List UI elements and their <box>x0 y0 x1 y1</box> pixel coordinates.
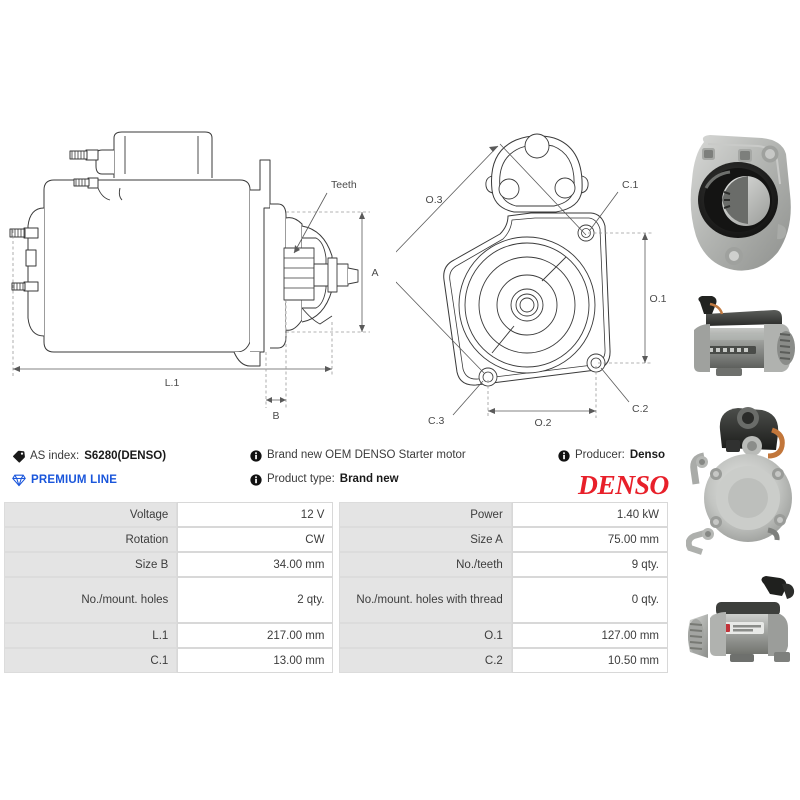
spec-label: C.2 <box>338 648 512 673</box>
tag-icon <box>12 450 25 463</box>
table-row: L.1 217.00 mm O.1 127.00 mm <box>4 623 668 648</box>
spec-value: 127.00 mm <box>511 623 668 648</box>
spec-label: O.1 <box>338 623 512 648</box>
spec-value: 2 qty. <box>177 577 334 623</box>
spec-label: Size B <box>4 552 178 577</box>
product-description-info: Brand new OEM DENSO Starter motor <box>250 450 466 462</box>
as-index-info: AS index: S6280(DENSO) <box>12 450 166 463</box>
dimension-label-a: A <box>371 267 378 279</box>
table-row: C.1 13.00 mm C.2 10.50 mm <box>4 648 668 673</box>
dimension-label-c2: C.2 <box>632 403 649 415</box>
dimension-label-o1: O.1 <box>650 293 667 305</box>
starter-side-view-drawing: A L.1 B Teeth <box>2 130 392 430</box>
spec-label: L.1 <box>4 623 178 648</box>
spec-value: 217.00 mm <box>177 623 334 648</box>
dimension-label-l1: L.1 <box>165 377 180 389</box>
dimension-label-b: B <box>272 410 279 422</box>
as-index-value: S6280(DENSO) <box>84 449 167 462</box>
spec-label: Power <box>338 502 512 527</box>
spec-label: No./mount. holes with thread <box>338 577 512 623</box>
spec-value: 10.50 mm <box>511 648 668 673</box>
spec-label: No./teeth <box>338 552 512 577</box>
info-icon <box>250 450 262 462</box>
spec-value: CW <box>177 527 334 552</box>
dimension-label-o2: O.2 <box>535 417 552 429</box>
spec-label: Rotation <box>4 527 178 552</box>
producer-info: Producer: Denso <box>558 450 665 462</box>
as-index-label: AS index: <box>30 449 80 462</box>
table-gap <box>333 527 339 552</box>
info-icon <box>250 474 262 486</box>
table-gap <box>333 552 339 577</box>
info-icon <box>558 450 570 462</box>
product-photo-4[interactable] <box>686 566 800 688</box>
technical-drawings-area: A L.1 B Teeth <box>2 130 795 662</box>
table-row: Voltage 12 V Power 1.40 kW <box>4 502 668 527</box>
spec-value: 13.00 mm <box>177 648 334 673</box>
denso-brand-logo: DENSO <box>578 470 669 500</box>
spec-value: 1.40 kW <box>511 502 668 527</box>
spec-label: Voltage <box>4 502 178 527</box>
table-row: Size B 34.00 mm No./teeth 9 qty. <box>4 552 668 577</box>
spec-label: Size A <box>338 527 512 552</box>
table-gap <box>333 623 339 648</box>
starter-front-view-drawing: O.1 O.2 O.3 C.1 C.2 C.3 <box>393 130 686 430</box>
spec-label: No./mount. holes <box>4 577 178 623</box>
table-gap <box>333 502 339 527</box>
spec-value: 9 qty. <box>511 552 668 577</box>
table-gap <box>333 648 339 673</box>
diamond-icon <box>12 474 26 487</box>
specifications-table-body: Voltage 12 V Power 1.40 kW Rotation CW S… <box>4 502 668 673</box>
dimension-label-o3: O.3 <box>426 194 443 206</box>
product-info-row: AS index: S6280(DENSO) PREMIUM LINE Bran… <box>0 444 800 500</box>
producer-value: Denso <box>629 449 666 462</box>
table-gap <box>333 577 339 623</box>
dimension-label-c3: C.3 <box>428 415 445 427</box>
spec-value: 0 qty. <box>511 577 668 623</box>
spec-value: 75.00 mm <box>511 527 668 552</box>
product-photo-2[interactable] <box>686 280 800 400</box>
table-row: Rotation CW Size A 75.00 mm <box>4 527 668 552</box>
product-photo-gallery <box>686 132 800 688</box>
spec-label: C.1 <box>4 648 178 673</box>
spec-value: 34.00 mm <box>177 552 334 577</box>
premium-line-badge: PREMIUM LINE <box>12 474 117 487</box>
producer-label: Producer: <box>575 449 625 462</box>
product-photo-1[interactable] <box>686 132 800 277</box>
table-row: No./mount. holes 2 qty. No./mount. holes… <box>4 577 668 623</box>
premium-line-label: PREMIUM LINE <box>31 473 118 486</box>
product-type-label: Product type: <box>267 473 335 486</box>
product-type-value: Brand new <box>339 473 399 486</box>
spec-value: 12 V <box>177 502 334 527</box>
product-type-info: Product type: Brand new <box>250 474 399 486</box>
product-description-text: Brand new OEM DENSO Starter motor <box>267 449 466 462</box>
callout-label-teeth: Teeth <box>331 179 357 191</box>
product-photo-3[interactable] <box>686 404 800 562</box>
dimension-label-c1: C.1 <box>622 179 639 191</box>
specifications-table: Voltage 12 V Power 1.40 kW Rotation CW S… <box>4 502 668 673</box>
